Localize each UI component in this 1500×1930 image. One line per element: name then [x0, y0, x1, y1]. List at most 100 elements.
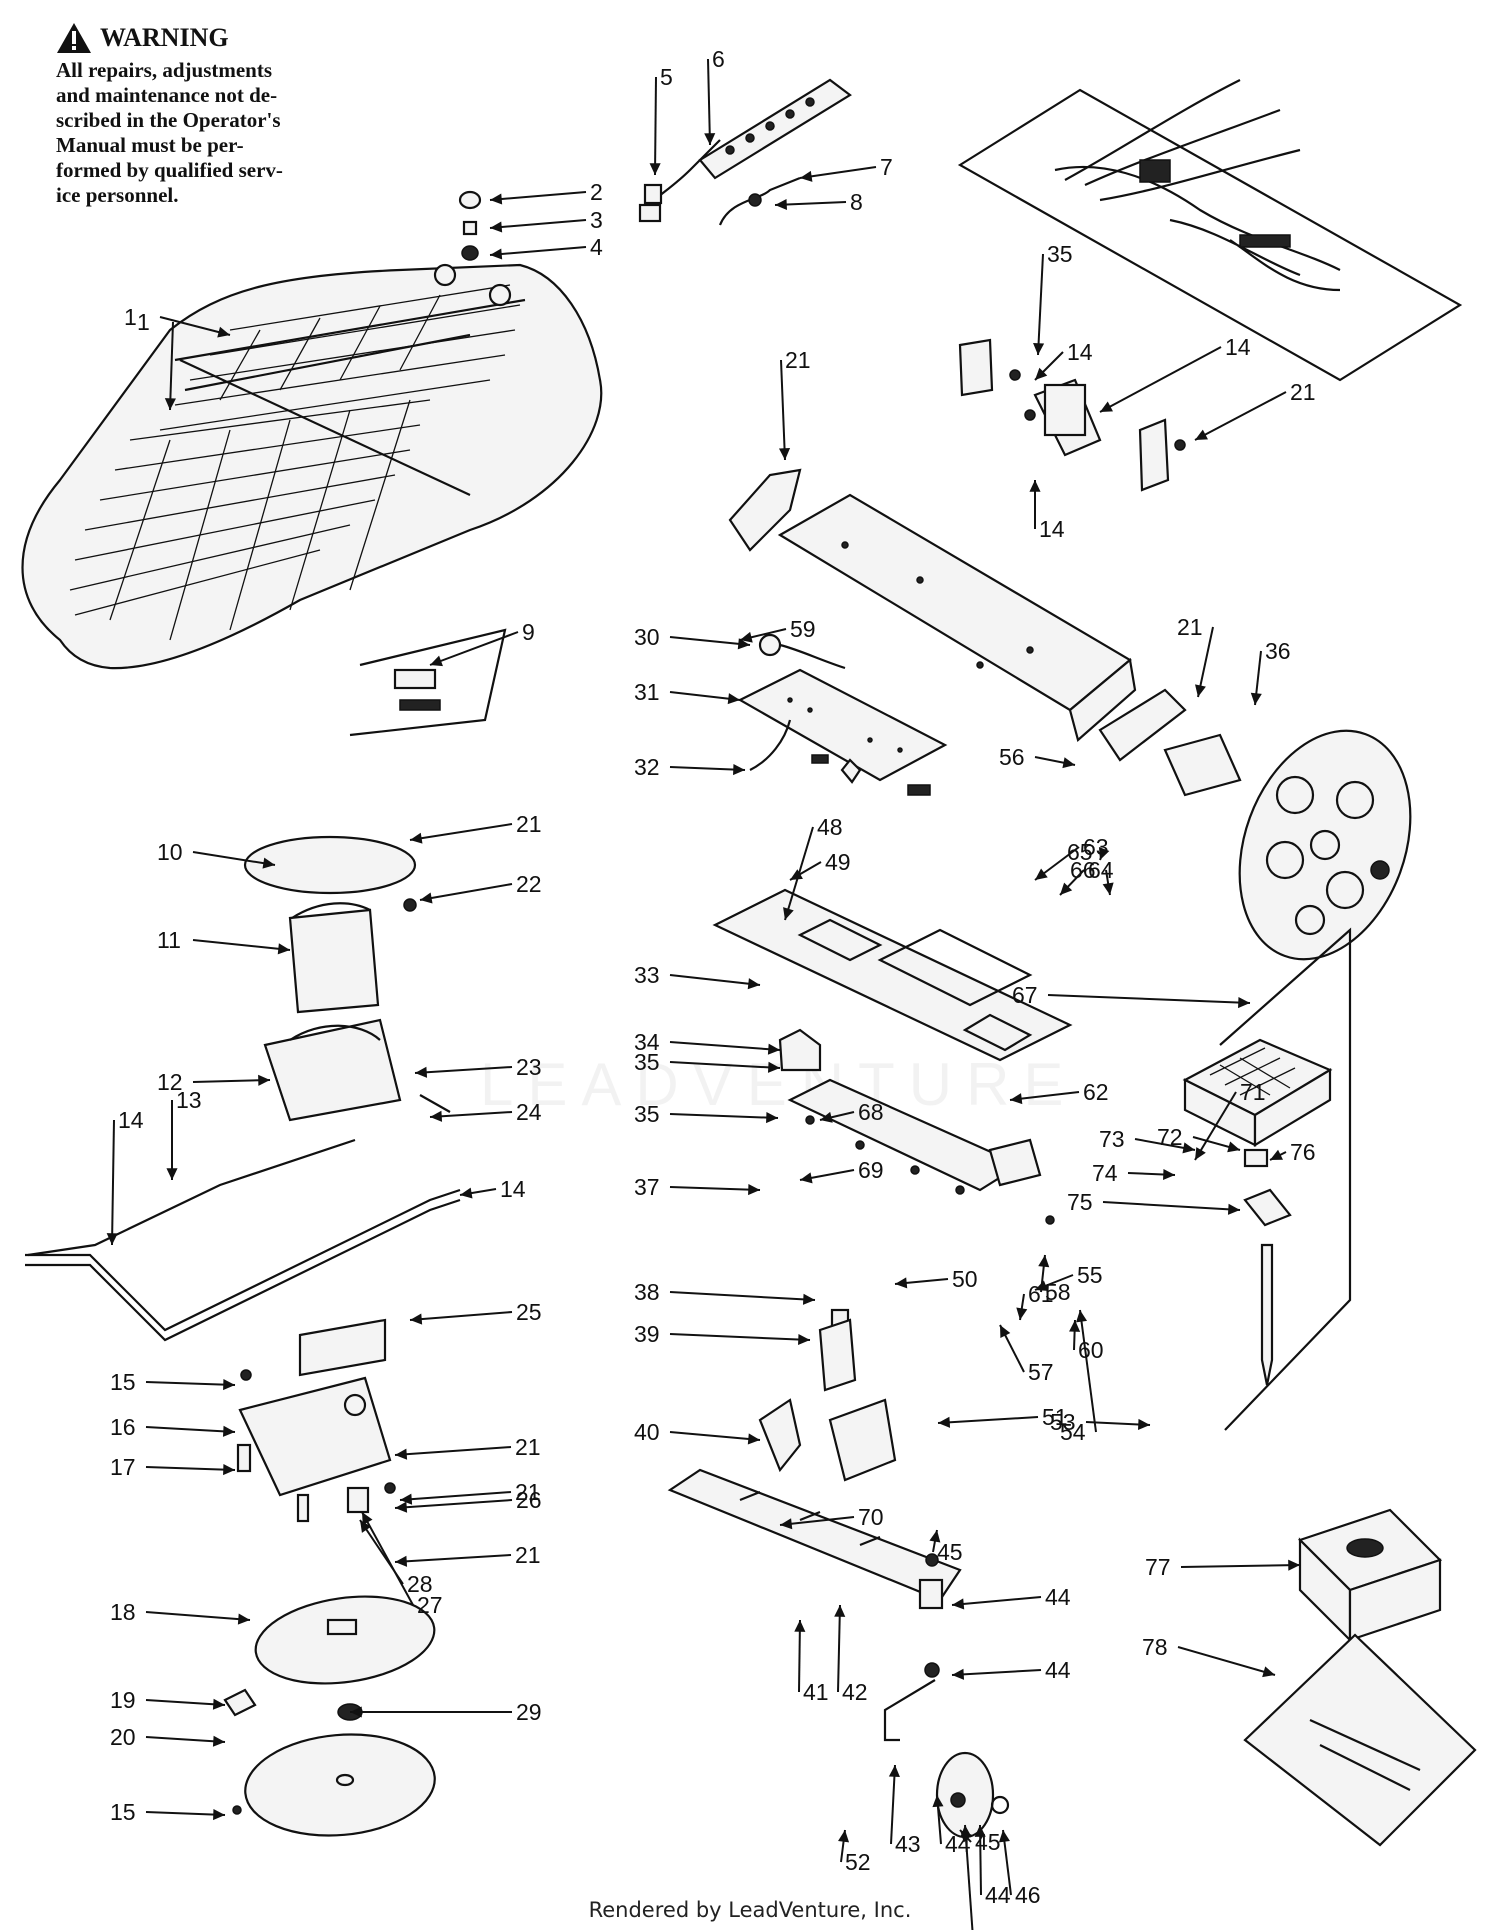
callout-number: 44 [985, 1882, 1011, 1908]
leader-arrow [192, 1079, 271, 1083]
warning-triangle-icon [57, 23, 91, 53]
callout-number: 27 [417, 1592, 443, 1618]
leader-arrow [798, 1619, 801, 1693]
arrowhead [1102, 882, 1114, 895]
leader-arrow [145, 1426, 236, 1433]
leader-arrow [780, 359, 786, 461]
arrowhead [1029, 480, 1041, 492]
callout-number: 13 [176, 1087, 202, 1113]
arrowhead [1270, 1149, 1283, 1160]
callout-number: 2 [590, 179, 603, 205]
callout-number: 37 [634, 1174, 660, 1200]
arrowhead [1098, 847, 1110, 860]
arrowhead [1288, 1559, 1300, 1571]
relay-bracket-57-66 [958, 338, 1186, 492]
arrowhead [490, 221, 503, 233]
arrowhead [360, 1520, 372, 1533]
leader-arrow [890, 1764, 896, 1845]
front-caster-38-52 [667, 1308, 1010, 1839]
callout-number: 54 [1060, 1419, 1086, 1445]
callout-number: 14 [118, 1107, 144, 1133]
arrowhead [222, 1425, 235, 1437]
callout-number: 6 [712, 46, 725, 72]
arrowhead [223, 1464, 235, 1476]
callout-number: 44 [945, 1831, 971, 1857]
arrowhead [733, 763, 745, 776]
arrowhead [430, 655, 443, 667]
callout-number: 43 [895, 1831, 921, 1857]
arrowhead [217, 326, 230, 338]
arrowhead [350, 1706, 362, 1718]
arrowhead [1238, 996, 1250, 1009]
arrowhead [794, 1620, 806, 1632]
arrowhead [895, 1277, 908, 1289]
arrowhead [1035, 868, 1048, 880]
callout-number: 14 [1067, 339, 1093, 365]
terminal-strip-5-8 [638, 78, 852, 226]
arrowhead [1016, 1307, 1028, 1320]
callout-number: 55 [1077, 1262, 1103, 1288]
callout-number: 69 [858, 1157, 884, 1183]
callout-number: 41 [803, 1679, 829, 1705]
watermark: LEADVENTURE [480, 1051, 1078, 1118]
arrowhead [430, 1110, 443, 1122]
arrowhead [929, 1530, 941, 1543]
leader-arrow [145, 1381, 236, 1386]
arrowhead [1195, 684, 1206, 697]
base-tray-33-37 [712, 888, 1073, 1225]
callout-number: 21 [516, 811, 542, 837]
callout-number: 45 [975, 1829, 1001, 1855]
leader-arrow [654, 76, 657, 176]
callout-number: 52 [845, 1849, 871, 1875]
callout-number: 60 [1078, 1337, 1104, 1363]
leader-arrow [145, 1466, 236, 1471]
callout-number: 33 [634, 962, 660, 988]
warning-text: All repairs, adjustments and maintenance… [56, 58, 376, 208]
arrowhead [1182, 1142, 1195, 1154]
leader-arrow [429, 1111, 513, 1118]
leader-lines [106, 58, 1301, 1930]
arrowhead [1035, 367, 1048, 380]
callout-number: 20 [110, 1724, 136, 1750]
arrowhead [1163, 1168, 1175, 1181]
callout-number: 64 [1088, 857, 1114, 883]
leader-arrow [169, 321, 174, 411]
callout-number: 16 [110, 1414, 136, 1440]
callout-number: 46 [1015, 1882, 1041, 1908]
callout-number: 14 [1039, 516, 1065, 542]
callout-number: 35 [1047, 241, 1073, 267]
callout-number: 73 [1099, 1126, 1125, 1152]
warning-line: Manual must be per- [56, 133, 244, 157]
callout-number: 68 [858, 1099, 884, 1125]
callout-number: 1 [124, 304, 137, 330]
callout-number: 7 [880, 154, 893, 180]
arrowhead [778, 448, 791, 460]
leader-arrow [489, 191, 587, 201]
callout-number: 53 [1050, 1409, 1076, 1435]
callout-number: 22 [516, 871, 542, 897]
arrowhead [1076, 1310, 1088, 1323]
callout-number: 21 [515, 1542, 541, 1568]
arrowhead [737, 638, 750, 650]
warning-line: scribed in the Operator's [56, 108, 281, 132]
leader-arrow [1194, 1091, 1237, 1161]
leader-arrow [669, 1431, 761, 1441]
callout-number: 39 [634, 1321, 660, 1347]
arrowhead [790, 869, 803, 880]
leader-arrow [1099, 346, 1222, 413]
callout-number: 15 [110, 1799, 136, 1825]
arrowhead [237, 1613, 250, 1625]
arrowhead [395, 1501, 408, 1513]
arrowhead [223, 1379, 235, 1391]
arrowhead [800, 1172, 813, 1184]
housing-53-70 [728, 468, 1137, 742]
callout-number: 67 [1012, 982, 1038, 1008]
leader-arrow [1180, 1564, 1301, 1568]
callout-number: 77 [1145, 1554, 1171, 1580]
callout-number: 71 [1240, 1079, 1266, 1105]
arrowhead [740, 631, 753, 643]
leader-arrow [145, 1811, 226, 1816]
arrowhead [649, 163, 661, 175]
